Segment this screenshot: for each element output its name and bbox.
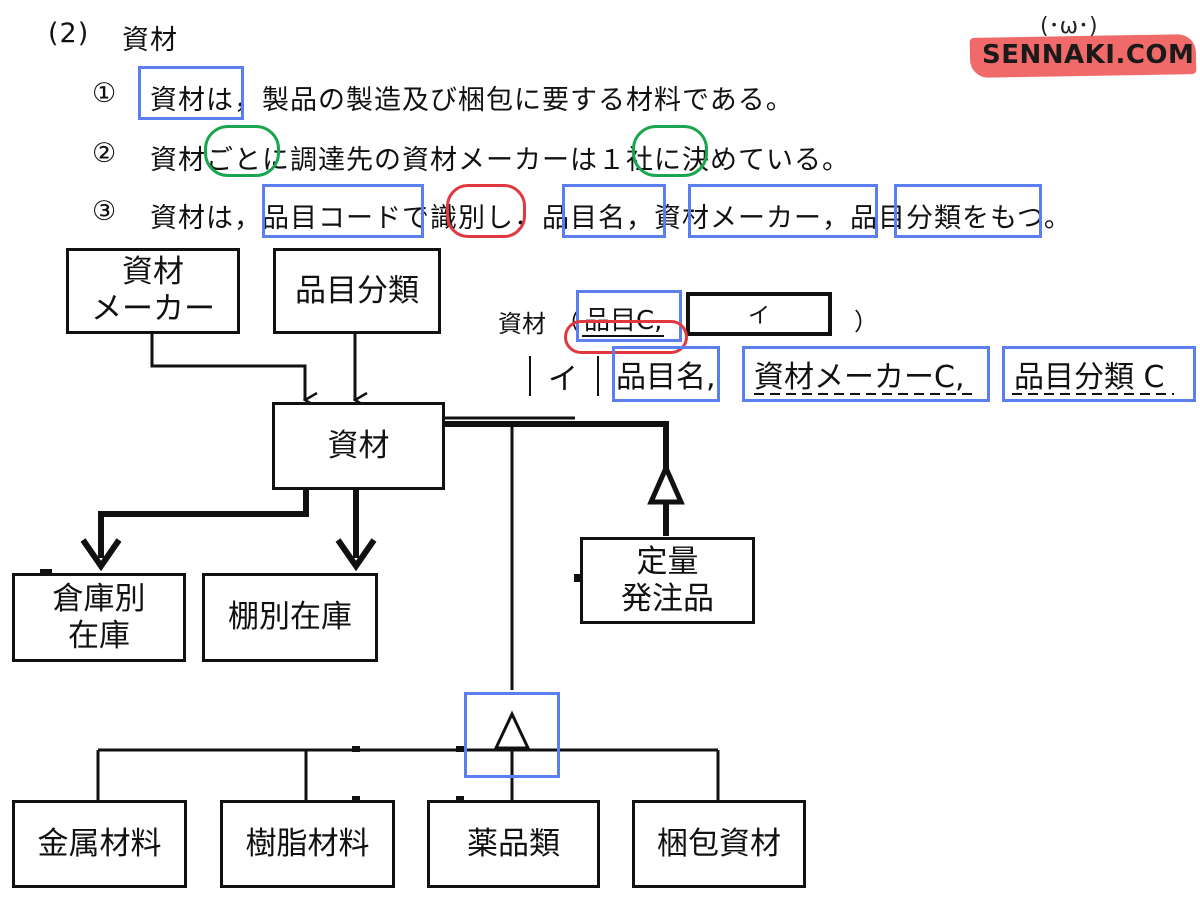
shelf-arrowhead	[335, 538, 377, 572]
warehouse-arrowhead	[80, 538, 122, 572]
entity-chemical: 薬品類	[427, 800, 600, 888]
entity-category: 品目分類	[273, 248, 441, 334]
relation-attr-category: 品目分類 C	[1014, 360, 1165, 395]
item-marker-3: ③	[92, 196, 118, 227]
fixedqty-triangle	[647, 461, 685, 505]
entity-shelf-stock: 棚別在庫	[202, 573, 378, 662]
section-number: (2)	[48, 18, 90, 49]
relation-close-paren: ）	[854, 308, 878, 336]
highlight-box	[562, 184, 666, 238]
item-text-3: 資材は，品目コードで識別し，品目名，資材メーカー，品目分類をもつ。	[150, 203, 1072, 234]
entity-maker: 資材 メーカー	[66, 248, 240, 334]
highlight-box	[262, 184, 424, 238]
highlight-box	[138, 66, 244, 120]
entity-material: 資材	[272, 402, 445, 490]
highlight-oval	[446, 184, 526, 238]
highlight-box	[742, 346, 990, 402]
maker-to-material-line	[150, 334, 305, 400]
highlight-oval	[564, 320, 688, 354]
tick-mark	[456, 746, 464, 752]
item-marker-1: ①	[92, 78, 118, 109]
highlight-oval	[204, 125, 280, 177]
tick-mark	[352, 746, 360, 752]
section-title: 資材	[122, 25, 178, 56]
highlight-oval	[632, 125, 708, 177]
entity-packing: 梱包資材	[632, 800, 806, 888]
relation-name: 資材	[498, 310, 546, 338]
tick-mark	[574, 574, 580, 582]
item-marker-2: ②	[92, 138, 118, 169]
relation-attr-name: 品目名,	[616, 360, 716, 395]
entity-warehouse-stock: 倉庫別 在庫	[12, 573, 186, 662]
tick-mark	[456, 796, 464, 802]
material-to-warehouse-line	[98, 490, 309, 558]
relation-attr-maker: 資材メーカーC,	[754, 360, 965, 395]
highlight-box	[576, 290, 682, 342]
highlight-box	[688, 184, 878, 238]
tick-mark	[40, 569, 52, 574]
logo-text: SENNAKI.COM	[982, 40, 1195, 70]
highlight-box	[1002, 346, 1196, 402]
entity-fixed-qty: 定量 発注品	[580, 537, 755, 624]
item-text-1: 資材は，製品の製造及び梱包に要する材料である。	[150, 85, 794, 116]
material-to-fixedqty-line	[445, 421, 669, 536]
highlight-box	[464, 692, 560, 778]
entity-resin: 樹脂材料	[220, 800, 395, 888]
tick-mark	[352, 796, 360, 802]
relation-blank-box: イ	[686, 292, 832, 336]
logo-face: (･ω･)	[1040, 14, 1098, 39]
entity-metal: 金属材料	[12, 800, 187, 888]
highlight-box	[894, 184, 1042, 238]
relation-blank-cell: イ	[548, 362, 578, 397]
highlight-box	[612, 346, 720, 402]
